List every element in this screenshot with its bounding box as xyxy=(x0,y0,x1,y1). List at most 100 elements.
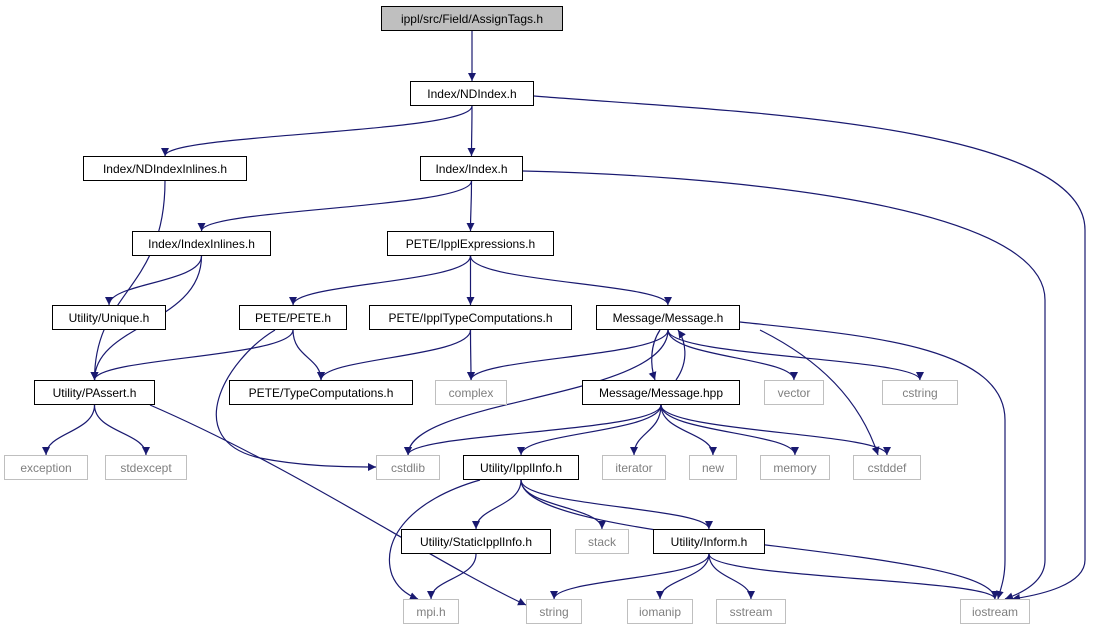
node-ipplinfo[interactable]: Utility/IpplInfo.h xyxy=(463,455,579,480)
node-new: new xyxy=(689,455,737,480)
edge-ipplexpressions-to-message xyxy=(469,255,672,306)
node-label: new xyxy=(701,460,724,475)
edge-ipplinfo-to-mpi xyxy=(388,479,481,600)
node-label: Index/IndexInlines.h xyxy=(148,236,255,251)
edge-messagehpp-to-cstddef xyxy=(660,404,891,456)
node-vector: vector xyxy=(764,380,824,405)
node-memory: memory xyxy=(760,455,830,480)
node-label: Index/NDIndexInlines.h xyxy=(102,161,228,176)
node-ndindex[interactable]: Index/NDIndex.h xyxy=(410,81,534,106)
node-label: Index/Index.h xyxy=(435,161,508,176)
node-cstddef: cstddef xyxy=(853,455,921,480)
node-iostream: iostream xyxy=(960,599,1030,624)
node-stdexcept: stdexcept xyxy=(105,455,187,480)
node-label: cstddef xyxy=(867,460,907,475)
node-label: ippl/src/Field/AssignTags.h xyxy=(400,11,544,26)
node-label: cstring xyxy=(902,385,938,400)
node-sstream: sstream xyxy=(716,599,786,624)
node-iomanip: iomanip xyxy=(627,599,693,624)
node-label: vector xyxy=(777,385,811,400)
node-label: memory xyxy=(773,460,817,475)
edge-staticipplinfo-to-mpi xyxy=(427,553,477,600)
node-label: iostream xyxy=(971,604,1018,619)
edge-messagehpp-to-ipplinfo xyxy=(517,404,662,456)
edge-message-to-complex xyxy=(467,329,669,381)
node-cstring: cstring xyxy=(882,380,958,405)
edge-messagehpp-to-new xyxy=(660,404,717,456)
node-label: PETE/IpplExpressions.h xyxy=(405,236,536,251)
node-inform[interactable]: Utility/Inform.h xyxy=(653,529,765,554)
node-complex: complex xyxy=(435,380,507,405)
node-label: stack xyxy=(587,534,616,549)
edge-inform-to-iomanip xyxy=(656,553,710,600)
node-label: Index/NDIndex.h xyxy=(427,86,517,101)
node-pete[interactable]: PETE/PETE.h xyxy=(239,305,347,330)
edge-inform-to-iostream xyxy=(708,553,999,600)
node-indexinlines[interactable]: Index/IndexInlines.h xyxy=(132,231,271,256)
edge-message-to-vector xyxy=(667,329,798,381)
edge-inform-to-string xyxy=(550,553,710,600)
node-label: mpi.h xyxy=(416,604,446,619)
node-unique[interactable]: Utility/Unique.h xyxy=(52,305,166,330)
node-message[interactable]: Message/Message.h xyxy=(596,305,740,330)
node-label: Utility/StaticIpplInfo.h xyxy=(419,534,533,549)
node-cstdlib: cstdlib xyxy=(376,455,440,480)
edge-ndindexinlines-to-passert xyxy=(90,180,166,381)
edge-message-to-messagehpp xyxy=(648,329,661,381)
edge-message-to-cstddef xyxy=(759,329,880,456)
node-label: PETE/IpplTypeComputations.h xyxy=(388,310,553,325)
node-label: stdexcept xyxy=(120,460,172,475)
node-ippltypecomp[interactable]: PETE/IpplTypeComputations.h xyxy=(369,305,572,330)
node-label: iomanip xyxy=(638,604,682,619)
edge-message-to-cstdlib xyxy=(404,329,669,456)
edge-ippltypecomp-to-complex xyxy=(466,329,475,381)
edge-index-to-iostream xyxy=(522,170,1046,601)
node-label: Utility/Unique.h xyxy=(68,310,150,325)
node-index[interactable]: Index/Index.h xyxy=(420,156,523,181)
edge-ndindex-to-ndindexinlines xyxy=(161,105,473,157)
node-label: Utility/Inform.h xyxy=(670,534,748,549)
node-label: Utility/IpplInfo.h xyxy=(479,460,563,475)
node-stack: stack xyxy=(575,529,629,554)
edge-index-to-ipplexpressions xyxy=(466,180,475,232)
edge-messagehpp-to-iterator xyxy=(630,404,662,456)
edge-index-to-indexinlines xyxy=(197,180,473,232)
node-string: string xyxy=(526,599,582,624)
edge-messagehpp-to-cstdlib xyxy=(404,404,662,456)
node-ndindexinlines[interactable]: Index/NDIndexInlines.h xyxy=(83,156,247,181)
node-label: string xyxy=(539,604,569,619)
edge-messagehpp-to-memory xyxy=(660,404,799,456)
node-passert[interactable]: Utility/PAssert.h xyxy=(34,380,155,405)
node-ipplexpressions[interactable]: PETE/IpplExpressions.h xyxy=(387,231,554,256)
edge-passert-to-string xyxy=(149,404,527,606)
node-label: Message/Message.hpp xyxy=(598,385,724,400)
edge-messagehpp-to-message xyxy=(675,329,686,381)
edge-ndindex-to-index xyxy=(467,105,476,157)
edge-inform-to-sstream xyxy=(708,553,755,600)
node-label: PETE/PETE.h xyxy=(254,310,332,325)
node-messagehpp[interactable]: Message/Message.hpp xyxy=(582,380,740,405)
edge-pete-to-cstdlib xyxy=(215,329,377,471)
node-typecomp[interactable]: PETE/TypeComputations.h xyxy=(229,380,413,405)
edge-message-to-iostream xyxy=(739,321,1006,600)
node-label: PETE/TypeComputations.h xyxy=(248,385,394,400)
node-assigntags: ippl/src/Field/AssignTags.h xyxy=(381,6,563,31)
node-exception: exception xyxy=(4,455,88,480)
edge-ippltypecomp-to-typecomp xyxy=(317,329,472,381)
edge-message-to-cstring xyxy=(667,329,924,381)
node-label: Utility/PAssert.h xyxy=(52,385,137,400)
node-label: complex xyxy=(448,385,494,400)
node-label: exception xyxy=(20,460,72,475)
edge-ipplexpressions-to-pete xyxy=(289,255,472,306)
edge-passert-to-exception xyxy=(42,404,96,456)
edge-ipplinfo-to-staticipplinfo xyxy=(472,479,522,530)
edge-ndindex-to-iostream xyxy=(533,95,1086,602)
edge-ipplinfo-to-inform xyxy=(520,479,713,530)
node-staticipplinfo[interactable]: Utility/StaticIpplInfo.h xyxy=(401,529,551,554)
node-label: sstream xyxy=(729,604,773,619)
node-label: Message/Message.h xyxy=(612,310,724,325)
node-iterator: iterator xyxy=(602,455,666,480)
node-label: iterator xyxy=(615,460,653,475)
